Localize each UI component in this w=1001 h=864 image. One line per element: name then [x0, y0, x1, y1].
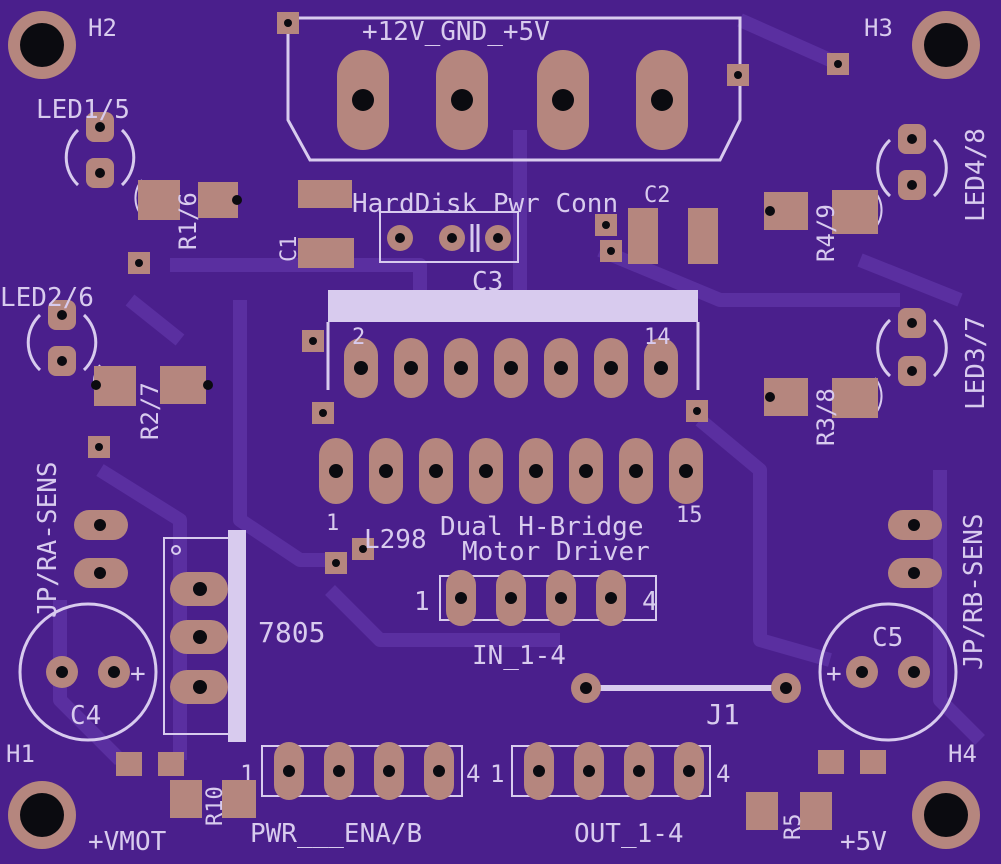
mounting-hole-h4 — [912, 781, 980, 849]
label-c1: C1 — [277, 236, 302, 263]
label-j1: J1 — [706, 698, 740, 731]
label-ic-pin1: 1 — [326, 511, 339, 536]
label-out: OUT_1-4 — [574, 819, 684, 849]
label-h1: H1 — [6, 740, 35, 768]
regulator-7805 — [163, 530, 246, 742]
led-1-5 — [64, 112, 136, 188]
label-r49: R4/9 — [812, 204, 840, 262]
label-ic-pin15: 15 — [676, 503, 703, 528]
led-2-6 — [26, 300, 98, 376]
label-c4-plus: + — [130, 659, 146, 689]
label-led48: LED4/8 — [961, 128, 991, 222]
label-hdd-conn: HardDisk Pwr Conn — [352, 189, 618, 219]
jumper-j1 — [571, 673, 801, 703]
label-h2: H2 — [88, 14, 117, 42]
jumper-ra-sens — [74, 510, 128, 588]
label-pwr-ena: PWR___ENA/B — [250, 819, 422, 849]
label-5v: +5V — [840, 827, 887, 857]
label-out-pin4: 4 — [716, 760, 730, 788]
jumper-rb-sens — [888, 510, 942, 588]
label-r27: R2/7 — [136, 382, 164, 440]
label-in-pin4: 4 — [642, 587, 658, 617]
label-ic-pin14: 14 — [644, 325, 671, 350]
label-7805: 7805 — [258, 616, 325, 649]
resistor-r5 — [746, 750, 886, 830]
label-vmot: +VMOT — [88, 827, 167, 857]
capacitor-c3 — [379, 211, 519, 263]
header-out-1-4 — [511, 742, 711, 800]
label-pwr-pin4: 4 — [466, 760, 480, 788]
label-c5: C5 — [872, 623, 903, 653]
led-4-8 — [876, 124, 948, 200]
label-in-pin1: 1 — [414, 587, 430, 617]
label-r38: R3/8 — [812, 388, 840, 446]
label-led15: LED1/5 — [36, 95, 130, 125]
mounting-hole-h3 — [912, 11, 980, 79]
capacitor-c2 — [628, 208, 718, 264]
resistor-r2-7 — [91, 364, 213, 406]
label-ic-pin2: 2 — [352, 325, 365, 350]
mounting-hole-h1 — [8, 781, 76, 849]
resistor-r10 — [116, 752, 256, 818]
label-jp-rb: JP/RB-SENS — [959, 513, 989, 670]
label-r10: R10 — [203, 786, 228, 826]
resistor-r3-8 — [764, 377, 883, 418]
label-c4: C4 — [70, 701, 101, 731]
label-h4: H4 — [948, 740, 977, 768]
label-led37: LED3/7 — [961, 316, 991, 410]
label-r5: R5 — [781, 814, 806, 841]
label-l298: L298 — [364, 525, 427, 555]
capacitor-c4 — [18, 602, 158, 742]
header-pwr-ena — [261, 742, 463, 800]
label-c5-plus: + — [826, 659, 842, 689]
resistor-r1-6 — [134, 179, 242, 220]
label-jp-ra: JP/RA-SENS — [33, 461, 63, 618]
label-out-pin1: 1 — [490, 760, 504, 788]
mounting-hole-h2 — [8, 11, 76, 79]
led-3-7 — [876, 308, 948, 386]
label-in: IN_1-4 — [472, 641, 566, 671]
resistor-r4-9 — [764, 190, 883, 234]
label-driver-line2: Motor Driver — [462, 537, 650, 567]
power-connector — [286, 16, 742, 162]
capacitor-c1 — [298, 180, 354, 268]
label-driver-line1: Dual H-Bridge — [440, 512, 644, 542]
label-c2: C2 — [644, 183, 671, 208]
header-in-1-4 — [439, 570, 657, 626]
vias — [88, 12, 849, 574]
capacitor-c5 — [818, 602, 958, 742]
label-h3: H3 — [864, 14, 893, 42]
label-r16: R1/6 — [174, 192, 202, 250]
ic-l298 — [319, 290, 703, 504]
label-led26: LED2/6 — [0, 283, 94, 313]
label-power-connector: +12V_GND_+5V — [362, 17, 550, 47]
